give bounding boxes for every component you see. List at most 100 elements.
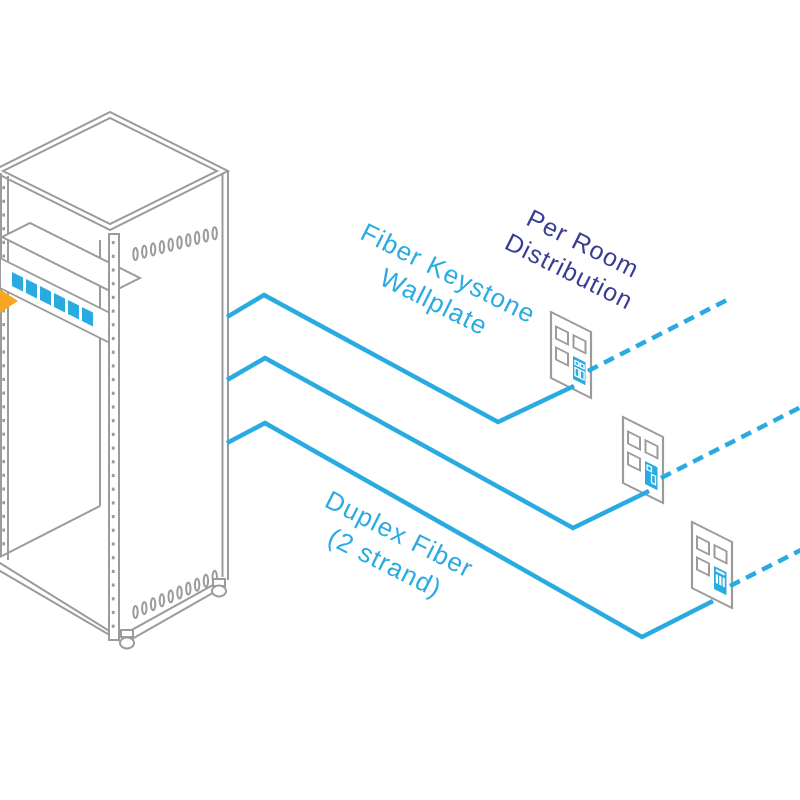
caster-wheel — [119, 636, 135, 650]
rail-hole — [111, 556, 115, 560]
rack-interior-floor — [0, 505, 101, 558]
post-hole — [2, 460, 5, 464]
vent-slot — [141, 244, 148, 259]
caster-mount — [120, 629, 134, 638]
panel-keystone — [26, 278, 37, 299]
wallplate-3 — [690, 520, 734, 610]
vent-slot — [158, 593, 166, 608]
rail-hole — [111, 323, 115, 327]
rack-side-vents-bottom — [132, 569, 218, 619]
rail-hole — [111, 569, 115, 573]
panel-keystone — [12, 271, 23, 292]
vent-slot — [202, 573, 210, 588]
rack-top-outer — [0, 110, 231, 232]
rail-hole — [111, 460, 115, 464]
post-hole — [2, 487, 5, 491]
keystone-hole — [696, 555, 710, 577]
keystone-hole — [627, 450, 641, 472]
keystone-hole — [627, 429, 641, 451]
fiber-runs-solid — [225, 292, 715, 640]
post-hole — [2, 514, 5, 518]
rail-hole — [111, 391, 115, 395]
rail-hole — [111, 268, 115, 272]
rail-hole — [111, 501, 115, 505]
rack-caster-front — [119, 629, 135, 650]
rail-hole — [111, 610, 115, 615]
fiber-run-3 — [225, 420, 715, 640]
rail-hole — [111, 295, 115, 299]
rack-shelf — [0, 221, 143, 294]
fiber-port-icon — [715, 568, 725, 588]
keystone-hole — [696, 534, 710, 556]
rail-hole — [111, 419, 115, 423]
post-hole — [2, 405, 5, 409]
post-hole — [2, 542, 5, 546]
simplex-jack-icon — [646, 464, 657, 486]
rail-hole — [111, 542, 115, 546]
post-hole — [2, 254, 5, 258]
post-hole — [2, 213, 5, 217]
rack-bottom-front — [0, 561, 120, 638]
post-hole — [2, 323, 5, 327]
equipment-rack — [0, 110, 231, 650]
distribution-run-1 — [586, 297, 729, 374]
rail-hole — [111, 282, 115, 286]
duplex-lc-icon — [574, 359, 585, 382]
post-hole — [2, 309, 5, 313]
rail-hole — [111, 405, 115, 409]
vent-slot — [185, 581, 192, 596]
keystone-hole — [572, 333, 587, 355]
panel-keystone — [54, 292, 65, 313]
rack-rail-holes — [111, 241, 115, 628]
post-hole — [2, 391, 5, 395]
vent-slot — [158, 240, 166, 255]
panel-keystone — [40, 285, 51, 306]
post-hole — [2, 432, 5, 436]
post-hole — [2, 418, 5, 423]
rail-hole — [111, 515, 115, 519]
rack-caster-right — [211, 578, 227, 598]
post-hole — [2, 364, 5, 368]
rail-hole — [111, 583, 115, 587]
vent-slot — [167, 237, 174, 252]
post-hole — [2, 350, 5, 354]
distribution-run-3 — [728, 547, 800, 589]
vent-slot — [167, 589, 174, 604]
rail-hole — [111, 336, 115, 341]
rail-hole — [111, 624, 115, 628]
post-hole — [2, 501, 5, 505]
rail-hole — [111, 528, 115, 532]
rail-hole — [111, 309, 115, 313]
vent-slot — [132, 247, 139, 261]
rack-bottom-right — [118, 579, 223, 638]
keystone-hole — [555, 324, 569, 346]
post-hole — [2, 199, 5, 203]
post-hole — [2, 227, 5, 231]
panel-keystone — [68, 299, 79, 320]
vent-slot — [193, 230, 201, 245]
keystone-hole — [713, 543, 728, 565]
wallplate-2 — [621, 415, 665, 505]
panel-pointer-arrow-icon — [0, 289, 18, 313]
post-hole — [2, 528, 5, 532]
rail-hole — [111, 350, 115, 354]
patch-panel — [0, 256, 113, 346]
post-hole — [2, 240, 5, 244]
post-hole — [2, 377, 5, 381]
keystone-hole — [644, 438, 659, 460]
vent-slot — [202, 228, 210, 243]
rack-top-inner — [0, 116, 220, 226]
rail-hole — [111, 378, 115, 382]
rack-side-vents-top — [132, 226, 218, 261]
post-hole — [2, 473, 5, 477]
rail-hole — [111, 432, 115, 436]
distribution-runs-dashed — [586, 297, 800, 589]
post-hole — [2, 336, 5, 340]
vent-slot — [176, 585, 183, 600]
vent-slot — [193, 577, 201, 592]
fiber-run-2 — [225, 355, 650, 531]
distribution-run-2 — [659, 404, 800, 481]
vent-slot — [185, 233, 192, 248]
